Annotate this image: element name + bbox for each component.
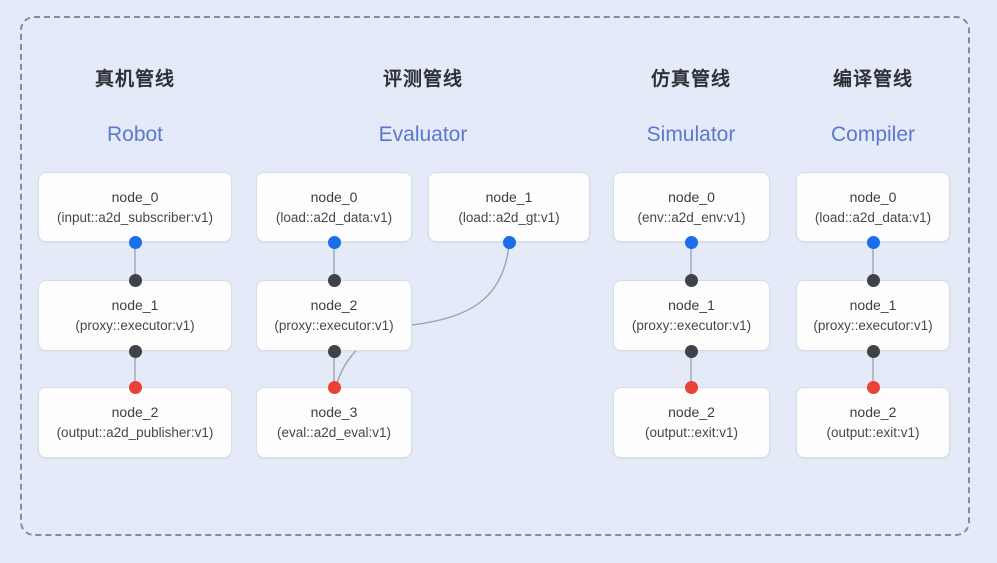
node-box-evaluator-node0: node_0 (load::a2d_data:v1) xyxy=(256,172,412,242)
node-type: (load::a2d_gt:v1) xyxy=(458,209,560,225)
output-port-dot xyxy=(684,380,698,394)
node-name: node_0 xyxy=(310,188,358,205)
node-name: node_1 xyxy=(485,188,533,205)
node-name: node_3 xyxy=(310,404,358,420)
node-type: (output::exit:v1) xyxy=(644,425,739,440)
output-port-dot xyxy=(128,380,142,394)
node-type: (load::a2d_data:v1) xyxy=(275,209,393,225)
node-name: node_2 xyxy=(310,297,358,313)
node-name: node_2 xyxy=(849,404,897,420)
input-port-dot xyxy=(502,235,516,249)
output-port-dot xyxy=(327,380,341,394)
group-title-zh-simulator: 仿真管线 xyxy=(650,69,731,90)
node-type: (output::a2d_publisher:v1) xyxy=(56,425,214,440)
node-box-robot-node0: node_0 (input::a2d_subscriber:v1) xyxy=(38,172,232,242)
node-box-evaluator-node3: node_3 (eval::a2d_eval:v1) xyxy=(256,387,412,458)
node-name: node_2 xyxy=(668,404,715,420)
group-title-en-simulator: Simulator xyxy=(646,123,736,146)
exec-port-dot xyxy=(327,273,341,287)
node-box-compiler-node2: node_2 (output::exit:v1) xyxy=(796,387,950,458)
node-name: node_0 xyxy=(849,188,897,205)
node-type: (proxy::executor:v1) xyxy=(631,318,752,333)
exec-port-dot xyxy=(327,344,341,358)
exec-port-dot xyxy=(866,273,880,287)
node-name: node_1 xyxy=(111,297,159,313)
exec-port-dot xyxy=(684,344,698,358)
exec-port-dot xyxy=(128,344,142,358)
node-name: node_0 xyxy=(668,188,715,205)
node-box-robot-node2: node_2 (output::a2d_publisher:v1) xyxy=(38,387,232,458)
node-name: node_0 xyxy=(111,188,159,205)
node-type: (input::a2d_subscriber:v1) xyxy=(56,209,214,225)
node-name: node_1 xyxy=(849,297,897,313)
node-box-simulator-node0: node_0 (env::a2d_env:v1) xyxy=(613,172,770,242)
group-title-zh-robot: 真机管线 xyxy=(94,69,175,90)
node-box-robot-node1: node_1 (proxy::executor:v1) xyxy=(38,280,232,351)
edge-eval-1-3-curve xyxy=(336,244,510,384)
exec-port-dot xyxy=(684,273,698,287)
node-type: (proxy::executor:v1) xyxy=(813,318,933,333)
exec-port-dot xyxy=(866,344,880,358)
group-title-en-robot: Robot xyxy=(106,123,164,146)
node-type: (proxy::executor:v1) xyxy=(75,318,195,333)
node-type: (proxy::executor:v1) xyxy=(274,318,394,333)
node-box-compiler-node1: node_1 (proxy::executor:v1) xyxy=(796,280,950,351)
node-name: node_1 xyxy=(668,297,715,313)
input-port-dot xyxy=(128,235,142,249)
node-box-compiler-node0: node_0 (load::a2d_data:v1) xyxy=(796,172,950,242)
group-title-zh-compiler: 编译管线 xyxy=(832,69,913,90)
node-box-evaluator-node2: node_2 (proxy::executor:v1) xyxy=(256,280,412,351)
node-box-evaluator-node1: node_1 (load::a2d_gt:v1) xyxy=(428,172,590,242)
group-title-zh-evaluator: 评测管线 xyxy=(382,69,463,90)
node-type: (output::exit:v1) xyxy=(826,425,920,440)
node-name: node_2 xyxy=(111,404,159,420)
input-port-dot xyxy=(684,235,698,249)
input-port-dot xyxy=(327,235,341,249)
node-type: (load::a2d_data:v1) xyxy=(814,209,932,225)
group-title-en-compiler: Compiler xyxy=(830,123,916,146)
node-type: (env::a2d_env:v1) xyxy=(637,209,746,225)
node-box-simulator-node2: node_2 (output::exit:v1) xyxy=(613,387,770,458)
output-port-dot xyxy=(866,380,880,394)
exec-port-dot xyxy=(128,273,142,287)
node-box-simulator-node1: node_1 (proxy::executor:v1) xyxy=(613,280,770,351)
node-type: (eval::a2d_eval:v1) xyxy=(276,425,392,440)
input-port-dot xyxy=(866,235,880,249)
group-title-en-evaluator: Evaluator xyxy=(378,123,468,146)
